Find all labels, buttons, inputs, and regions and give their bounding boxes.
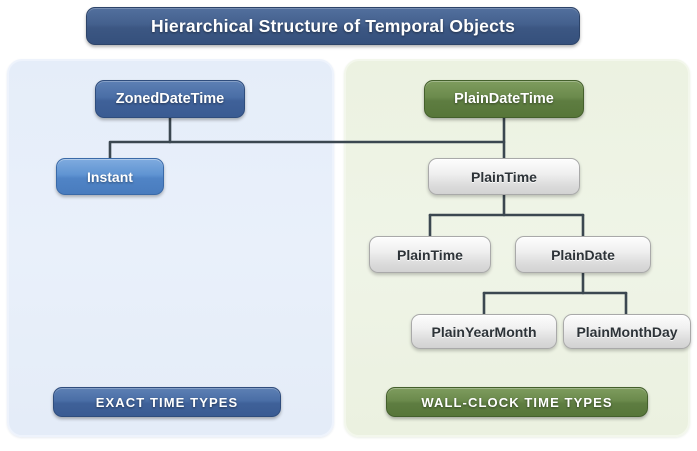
node-plain-time-root[interactable]: PlainTime [428,158,580,195]
badge-label: EXACT TIME TYPES [95,394,239,410]
node-label: PlainTime [397,246,463,263]
diagram-title-bar: Hierarchical Structure of Temporal Objec… [86,7,580,45]
node-plain-date[interactable]: PlainDate [515,236,651,273]
node-plain-time-child[interactable]: PlainTime [369,236,491,273]
node-label: ZonedDateTime [115,91,225,107]
node-label: PlainYearMonth [431,323,537,340]
node-label: PlainMonthDay [576,323,678,340]
node-zoned-date-time[interactable]: ZonedDateTime [95,80,245,118]
node-label: PlainTime [471,168,537,185]
node-plain-month-day[interactable]: PlainMonthDay [563,314,691,349]
page-title: Hierarchical Structure of Temporal Objec… [150,15,515,36]
badge-label: WALL-CLOCK TIME TYPES [421,394,613,410]
badge-wall-clock-time-types[interactable]: WALL-CLOCK TIME TYPES [386,387,648,417]
node-label: PlainDate [551,246,615,263]
node-plain-date-time[interactable]: PlainDateTime [424,80,584,118]
node-label: Instant [87,168,133,185]
badge-exact-time-types[interactable]: EXACT TIME TYPES [53,387,281,417]
node-label: PlainDateTime [454,91,554,107]
node-plain-year-month[interactable]: PlainYearMonth [411,314,557,349]
node-instant[interactable]: Instant [56,158,164,195]
